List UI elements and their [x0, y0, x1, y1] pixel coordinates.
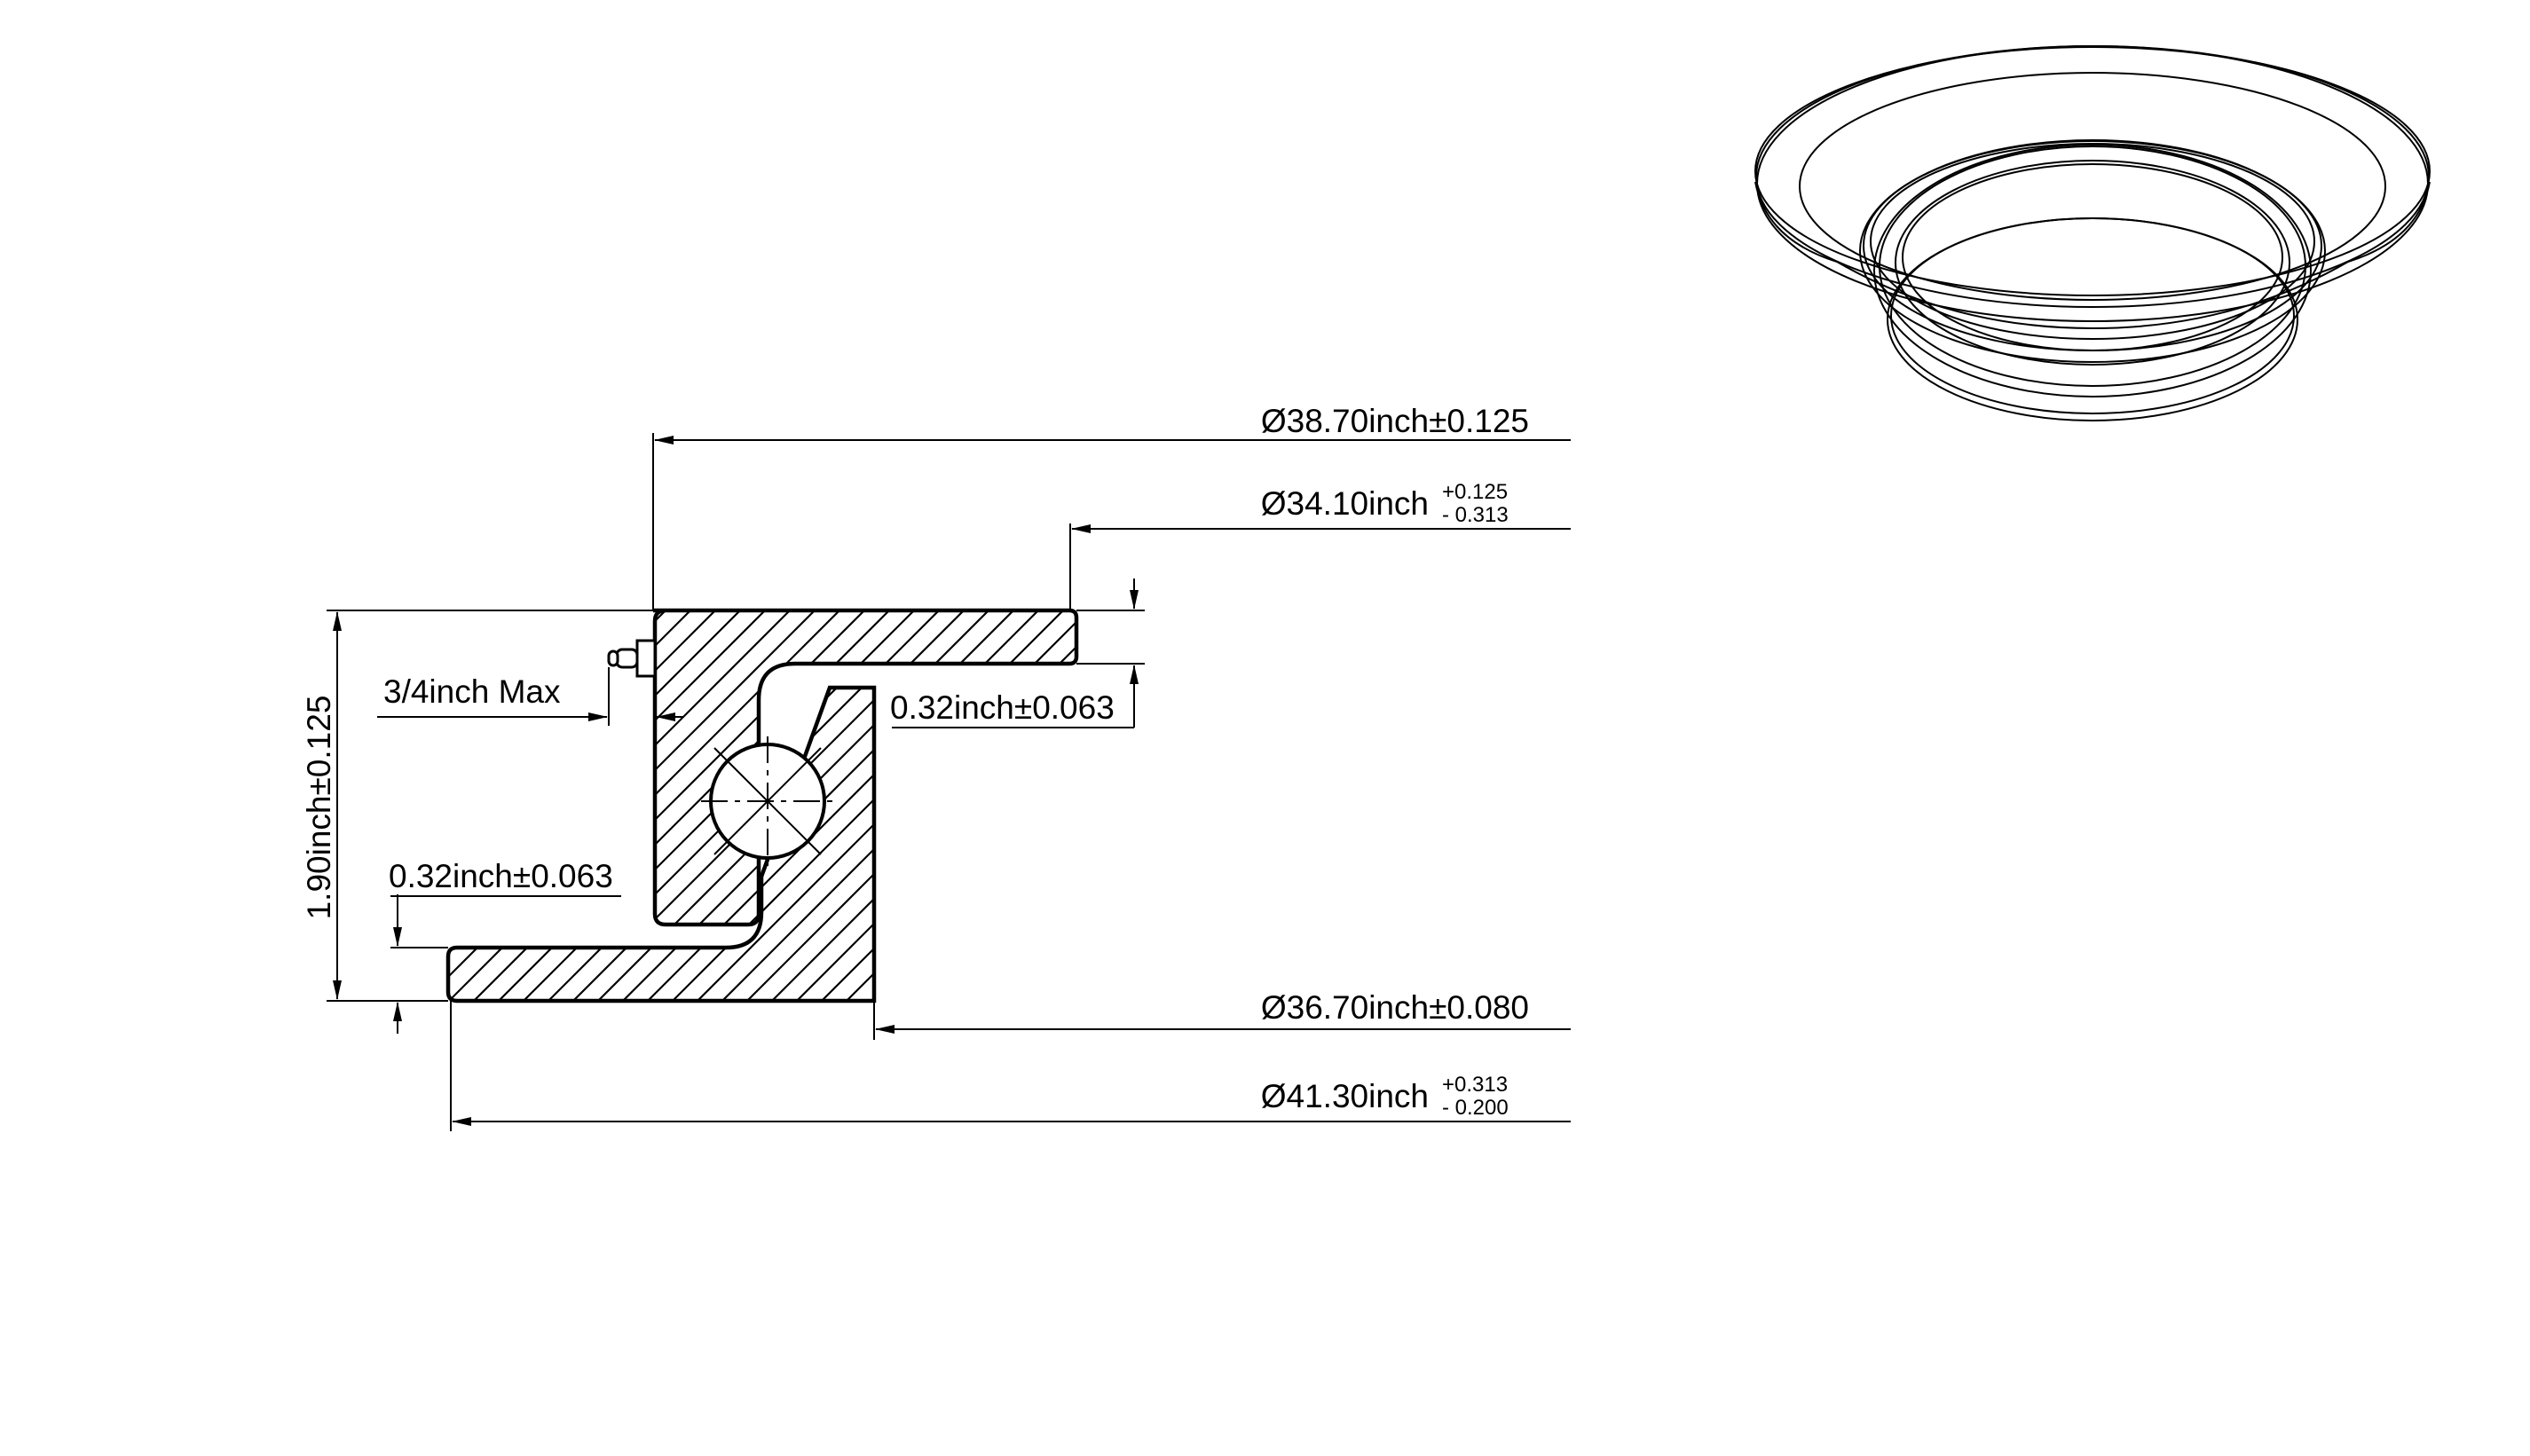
dim-height: 1.90inch±0.125 [301, 696, 337, 920]
grease-fitting [607, 639, 657, 678]
lower-ring-hatch [448, 688, 874, 1001]
dim-outer-bottom: Ø41.30inch [1261, 1078, 1429, 1114]
isometric-view [1754, 45, 2431, 421]
dim-flange-bottom: 0.32inch±0.063 [389, 858, 613, 894]
lower-ring [445, 685, 877, 1003]
dimension-lines [327, 433, 1571, 1131]
dim-inner-top: Ø34.10inch [1261, 485, 1429, 522]
dim-outer-top: Ø38.70inch±0.125 [1261, 403, 1529, 439]
dim-flange-top: 0.32inch±0.063 [890, 689, 1115, 726]
dim-fitting: 3/4inch Max [383, 673, 561, 710]
dim-outer-bottom-tol-minus: - 0.200 [1442, 1096, 1509, 1120]
dim-inner-top-tol-minus: - 0.313 [1442, 503, 1509, 527]
dim-inner-bottom: Ø36.70inch±0.080 [1261, 989, 1529, 1026]
dim-outer-bottom-tol-plus: +0.313 [1442, 1073, 1508, 1097]
dimension-labels: Ø38.70inch±0.125 Ø34.10inch +0.125 - 0.3… [301, 403, 1529, 1120]
ball [701, 736, 834, 866]
dim-inner-top-tol-plus: +0.125 [1442, 480, 1508, 504]
